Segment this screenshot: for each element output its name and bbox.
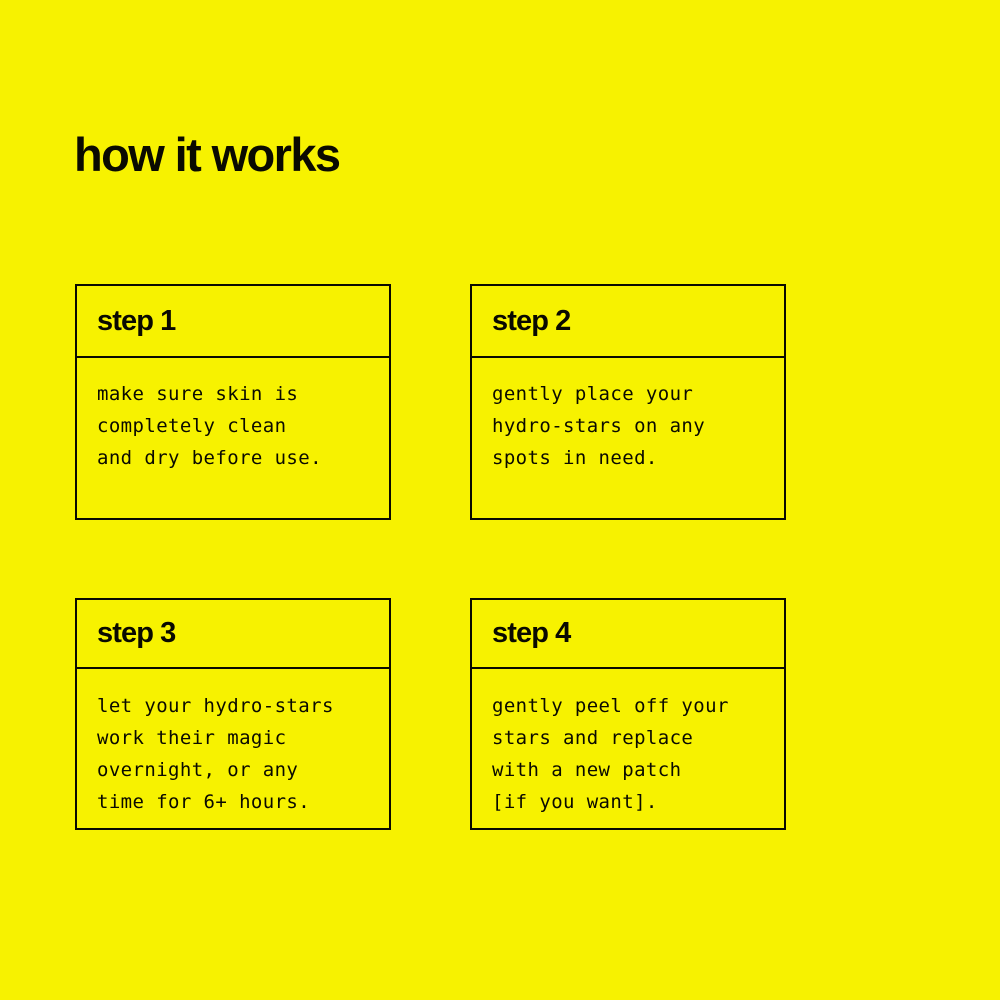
step-card-4-header: step 4 [472, 600, 784, 669]
step-card-3-body: let your hydro-stars work their magic ov… [77, 669, 389, 828]
step-card-2-title: step 2 [492, 304, 571, 337]
step-card-2: step 2 gently place your hydro-stars on … [470, 284, 786, 520]
step-card-2-line: gently place your [492, 383, 694, 405]
step-card-4-body: gently peel off your stars and replace w… [472, 669, 784, 828]
step-card-1-line: and dry before use. [97, 447, 322, 469]
step-card-2-header: step 2 [472, 286, 784, 358]
step-card-1: step 1 make sure skin is completely clea… [75, 284, 391, 520]
step-card-3-line: time for 6+ hours. [97, 791, 311, 813]
step-card-4-line: gently peel off your [492, 695, 729, 717]
step-card-4-line: [if you want]. [492, 791, 658, 813]
step-card-1-title: step 1 [97, 304, 176, 337]
step-card-3-title: step 3 [97, 617, 176, 649]
step-card-4-line: with a new patch [492, 759, 682, 781]
step-card-3: step 3 let your hydro-stars work their m… [75, 598, 391, 830]
step-card-2-line: hydro-stars on any [492, 415, 706, 437]
page-title: how it works [74, 128, 341, 182]
steps-grid: step 1 make sure skin is completely clea… [75, 284, 787, 830]
step-card-1-body: make sure skin is completely clean and d… [77, 358, 389, 518]
step-card-3-line: work their magic [97, 727, 287, 749]
step-card-1-line: make sure skin is [97, 383, 299, 405]
step-card-1-header: step 1 [77, 286, 389, 358]
step-card-4: step 4 gently peel off your stars and re… [470, 598, 786, 830]
step-card-4-title: step 4 [492, 617, 571, 649]
step-card-4-line: stars and replace [492, 727, 694, 749]
step-card-1-line: completely clean [97, 415, 287, 437]
step-card-3-line: let your hydro-stars [97, 695, 334, 717]
step-card-2-body: gently place your hydro-stars on any spo… [472, 358, 784, 518]
step-card-3-line: overnight, or any [97, 759, 299, 781]
step-card-2-line: spots in need. [492, 447, 658, 469]
step-card-3-header: step 3 [77, 600, 389, 669]
